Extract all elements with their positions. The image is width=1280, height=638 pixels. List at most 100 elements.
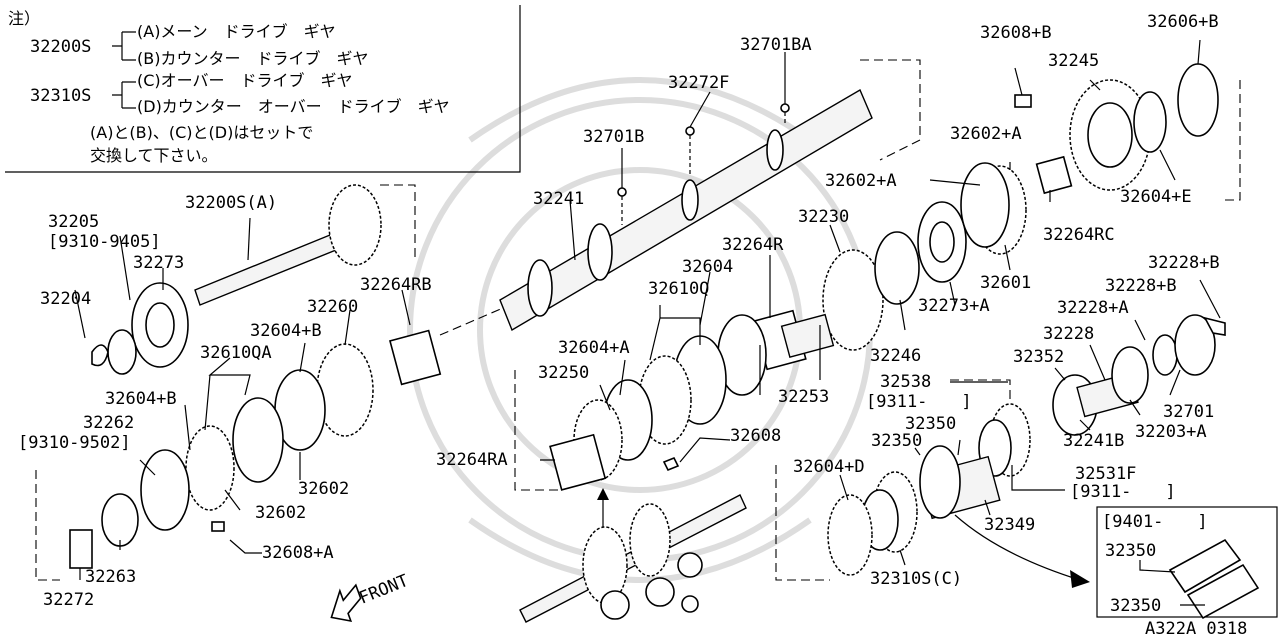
part-labels: 32200S(A) 32205 [9310-9405] 32273 32204 … <box>18 12 1247 638</box>
note-head: 注） <box>8 9 40 28</box>
label-32246: 32246 <box>870 346 921 366</box>
note-footer-2: 交換して下さい。 <box>90 146 218 165</box>
label-32205-date: [9310-9405] <box>48 232 161 252</box>
label-32260: 32260 <box>307 297 358 317</box>
label-32608B: 32608+B <box>980 23 1052 43</box>
label-32701BA: 32701BA <box>740 35 812 55</box>
inset-bearing-a <box>1168 538 1242 594</box>
inset-label-32350-a: 32350 <box>1105 541 1156 561</box>
leader-lines <box>74 39 1221 606</box>
label-32538-date: [9311- ] <box>866 392 972 412</box>
label-32273A: 32273+A <box>918 296 990 316</box>
gear-32230 <box>822 249 884 351</box>
inset-pointer <box>954 514 1081 581</box>
label-32608A: 32608+A <box>262 543 334 563</box>
bearing-32264RA <box>549 433 607 491</box>
ring-32701 <box>1174 314 1216 376</box>
ring-32606B <box>1177 63 1219 137</box>
label-32262-date: [9310-9502] <box>18 433 131 453</box>
label-32230: 32230 <box>798 207 849 227</box>
diagram-code: A322A 0318 <box>1145 619 1247 638</box>
ball-32272F <box>685 126 695 136</box>
ring-32604B-2 <box>140 449 190 531</box>
counter-overdrive-group <box>775 379 1090 588</box>
gear-32260 <box>316 343 374 437</box>
washer-32228B <box>1203 316 1226 336</box>
front-arrow-icon <box>330 583 362 623</box>
key-32608A <box>211 521 225 532</box>
label-32264R: 32264R <box>722 235 784 255</box>
note-box: 注） 32200S (A)メーン ドライブ ギヤ (B)カウンター ドライブ ギ… <box>5 5 521 173</box>
needle-bearing-32264RB <box>389 329 442 386</box>
label-32263: 32263 <box>85 567 136 587</box>
label-32241B: 32241B <box>1063 431 1124 451</box>
label-32204: 32204 <box>40 289 91 309</box>
label-32604E: 32604+E <box>1120 187 1192 207</box>
note-footer-1: (A)と(B)、(C)と(D)はセットで <box>90 123 313 142</box>
label-32608: 32608 <box>730 426 781 446</box>
label-32253: 32253 <box>778 387 829 407</box>
label-32602-a: 32602 <box>298 479 349 499</box>
label-32264RC: 32264RC <box>1043 225 1115 245</box>
inset-label-32350-b: 32350 <box>1110 596 1161 616</box>
label-32273: 32273 <box>133 253 184 273</box>
label-32264RA: 32264RA <box>436 450 508 470</box>
ring-32604D <box>827 494 873 576</box>
label-32701: 32701 <box>1163 402 1214 422</box>
label-32203A: 32203+A <box>1135 422 1207 442</box>
label-32601: 32601 <box>980 273 1031 293</box>
label-front: FRONT <box>356 571 411 609</box>
label-32604D: 32604+D <box>793 457 865 477</box>
label-32531F: 32531F <box>1075 464 1136 484</box>
note-line-d: (D)カウンター オーバー ドライブ ギヤ <box>137 97 450 116</box>
label-32205: 32205 <box>48 212 99 232</box>
hub-32602 <box>185 425 235 511</box>
note-line-a: (A)メーン ドライブ ギヤ <box>137 22 336 41</box>
label-32531F-date: [9311- ] <box>1070 482 1176 502</box>
inset-box <box>1096 506 1278 620</box>
label-32701B: 32701B <box>583 127 644 147</box>
inset-bearing-b <box>1186 563 1260 620</box>
note-line-b: (B)カウンター ドライブ ギヤ <box>137 49 368 68</box>
reverse-idler-group <box>1052 314 1226 436</box>
label-32606B: 32606+B <box>1147 12 1219 32</box>
main-drive-shaft <box>194 234 337 306</box>
note-set-32200S: 32200S <box>30 37 91 57</box>
ball-32701B <box>617 187 627 197</box>
label-32604A: 32604+A <box>558 338 630 358</box>
ring-32246 <box>874 231 920 305</box>
washer-32228A <box>1152 334 1178 376</box>
front-indicator <box>330 583 362 623</box>
label-32602A-2: 32602+A <box>825 171 897 191</box>
key-32608 <box>662 456 680 472</box>
inset-date: [9401- ] <box>1102 512 1208 532</box>
ball-32701BA <box>780 103 790 113</box>
bearing-32350 <box>919 445 961 519</box>
label-32228: 32228 <box>1043 324 1094 344</box>
sleeve-32610QA <box>232 397 284 483</box>
label-32228A: 32228+A <box>1057 298 1129 318</box>
label-32538: 32538 <box>880 372 931 392</box>
label-32604B-1: 32604+B <box>250 321 322 341</box>
label-32250: 32250 <box>538 363 589 383</box>
label-32604: 32604 <box>682 257 733 277</box>
label-32350-a: 32350 <box>905 414 956 434</box>
label-32228B-1: 32228+B <box>1148 253 1220 273</box>
label-32228B-2: 32228+B <box>1105 276 1177 296</box>
label-32349: 32349 <box>984 515 1035 535</box>
ring-32263 <box>101 493 139 547</box>
note-line-c: (C)オーバー ドライブ ギヤ <box>137 71 353 90</box>
label-32310SC: 32310S(C) <box>870 569 962 589</box>
snap-ring-32205 <box>107 329 137 375</box>
label-32200SA: 32200S(A) <box>185 193 277 213</box>
label-32264RB: 32264RB <box>360 275 432 295</box>
label-32604B-2: 32604+B <box>105 389 177 409</box>
mainshaft-group <box>499 59 921 623</box>
note-set-32310S: 32310S <box>30 86 91 106</box>
bearing-32228 <box>1111 346 1149 404</box>
label-32262: 32262 <box>83 413 134 433</box>
label-32610QA: 32610QA <box>200 343 272 363</box>
overdrive-group <box>874 63 1241 305</box>
main-drive-gear-group <box>35 184 511 581</box>
